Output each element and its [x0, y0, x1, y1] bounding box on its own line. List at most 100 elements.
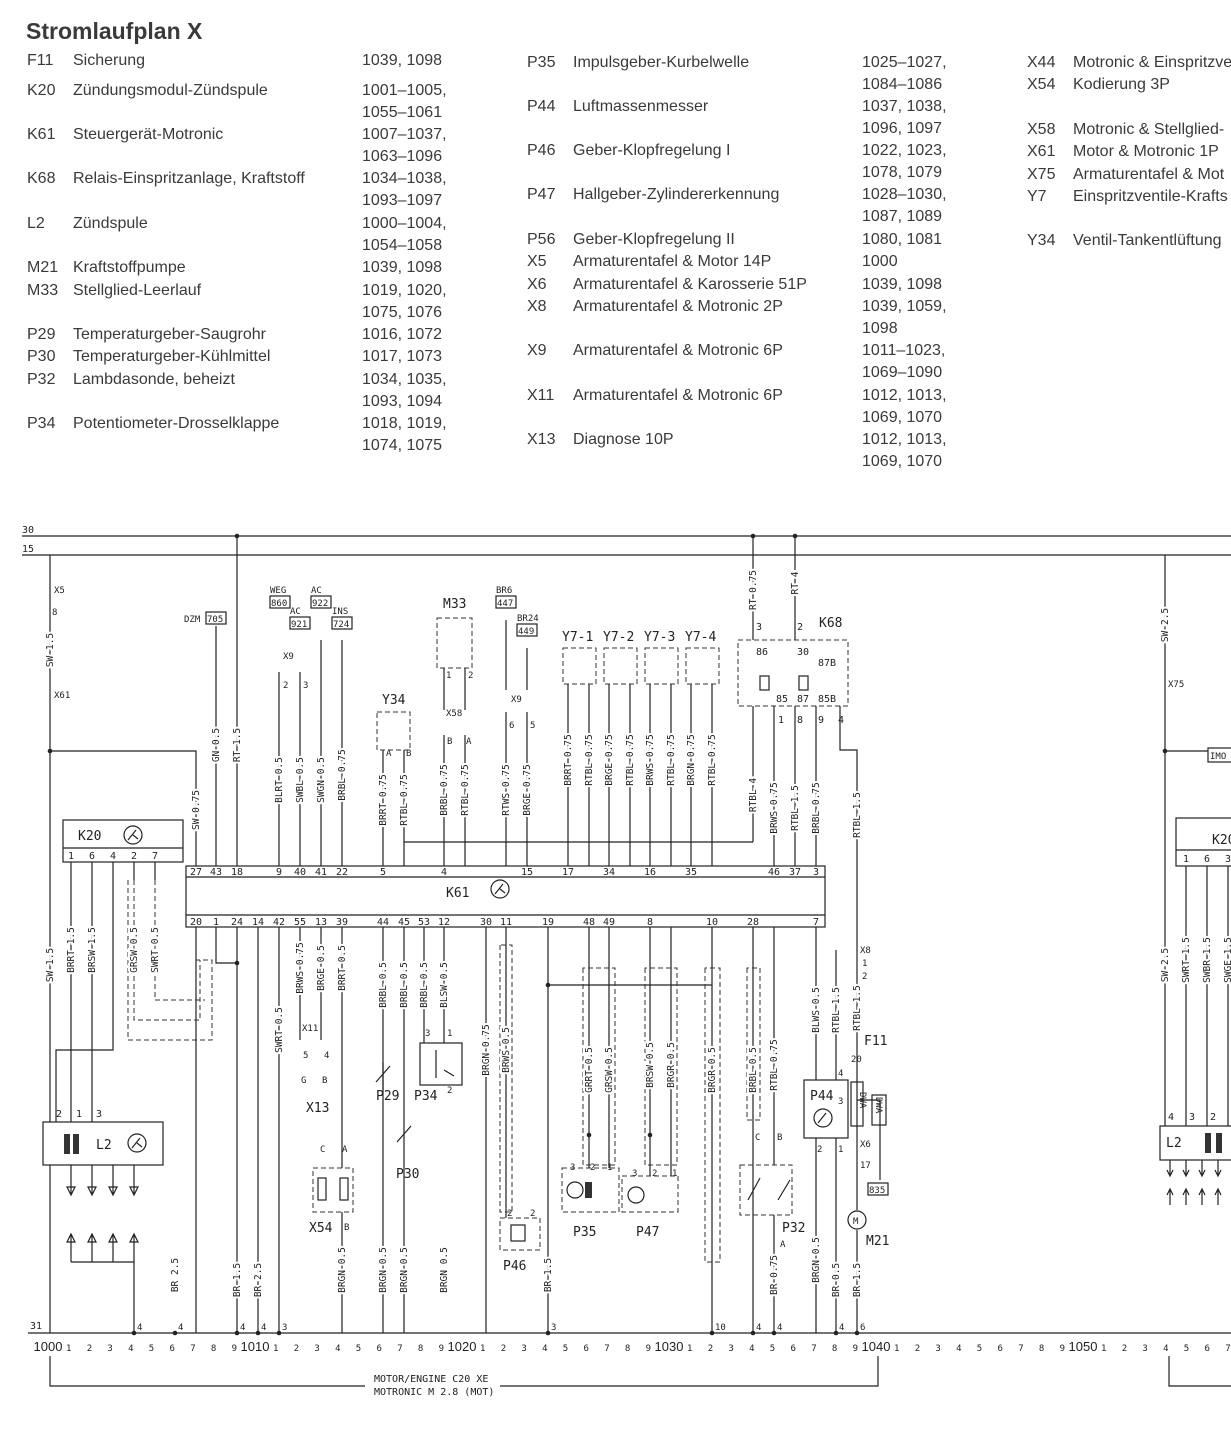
x6-label: X6	[860, 1140, 871, 1150]
legend-code: P46	[527, 142, 556, 159]
k68-pin: 2	[797, 622, 803, 633]
wire	[55, 862, 114, 1122]
wire-label: SW 2.5	[1160, 948, 1171, 982]
legend-code: M21	[27, 259, 59, 276]
ruler-tick: 6	[1204, 1344, 1209, 1354]
ref-box-tag: DZM	[184, 615, 201, 625]
wire-label: BRWS 0.5	[501, 1027, 512, 1073]
ruler-tick: 3	[728, 1344, 733, 1354]
section-bracket	[49, 1356, 1231, 1387]
legend-refs: 1055–1061	[362, 104, 443, 122]
legend-code: F11	[27, 52, 54, 69]
connector-pin: C	[320, 1145, 325, 1155]
ruler-tick: 9	[646, 1344, 651, 1354]
caption-line-1: MOTOR/ENGINE C20 XE	[374, 1374, 488, 1385]
shield-cable	[154, 880, 205, 1001]
ruler-tick: 5	[1184, 1344, 1189, 1354]
legend-code: X6	[527, 276, 547, 293]
ref-box	[205, 611, 227, 625]
l2-right-pin: 3	[1189, 1112, 1195, 1123]
wire-label: BR 1.5	[543, 1258, 554, 1292]
wire	[857, 1099, 881, 1180]
legend-refs: 1054–1058	[362, 237, 443, 255]
connector-pin: 17	[860, 1161, 871, 1171]
k68-pin: 87B	[818, 658, 836, 669]
legend-code: Y34	[1027, 232, 1056, 249]
connector-pin: C	[755, 1133, 760, 1143]
wire-label: SWRT 0.5	[274, 1007, 285, 1053]
ruler-tick: 3	[107, 1344, 112, 1354]
ref-box-tag: AC	[311, 586, 322, 596]
ecu-symbol-icon	[490, 879, 510, 899]
wire-label: SWRT 0.5	[150, 927, 161, 973]
legend-refs: 1018, 1019,	[362, 415, 447, 432]
p30-sensor: P30	[396, 1125, 419, 1182]
ruler-tick: 7	[1018, 1344, 1023, 1354]
k61-pin: 43	[210, 867, 222, 878]
k61-pin: 48	[583, 917, 595, 928]
legend-name: Ventil-Tankentlüftung	[1073, 232, 1222, 249]
connector-pin: 2	[590, 1163, 595, 1173]
ref-box-number: 921	[291, 620, 307, 630]
ground-tag: 4	[756, 1323, 761, 1333]
wire-label: BRBL 0.5	[419, 962, 430, 1008]
dwa-label: DWA	[873, 1097, 883, 1114]
wire-label: BLWS 0.5	[811, 987, 822, 1033]
k68-pin: 86	[756, 647, 768, 658]
legend-name: Impulsgeber-Kurbelwelle	[573, 54, 750, 71]
wire-label: BLSW 0.5	[439, 962, 450, 1008]
x13-label: X13	[306, 1101, 329, 1116]
ref-box-number: 724	[333, 620, 349, 630]
connector-pin: B	[406, 749, 411, 759]
k61-pin: 17	[562, 867, 574, 878]
legend-refs: 1069, 1070	[862, 453, 943, 471]
arrow-up-icon	[66, 1232, 76, 1262]
arrow-down-icon	[1198, 1160, 1206, 1178]
legend-name: Kodierung 3P	[1073, 76, 1170, 93]
wire-label: BRGN 0.5	[378, 1247, 389, 1293]
arrow-up-icon	[1214, 1187, 1222, 1205]
connector-pin: 6	[509, 721, 514, 731]
shield-cable	[746, 967, 761, 1121]
k61-pin: 8	[647, 917, 653, 928]
legend-refs: 1063–1096	[362, 148, 443, 166]
legend-code: P35	[527, 54, 556, 71]
ruler-tick: 8	[1039, 1344, 1044, 1354]
legend-refs: 1093–1097	[362, 192, 443, 210]
legend-code: P34	[27, 415, 56, 432]
ruler-tick: 8	[418, 1344, 423, 1354]
arrow-up-icon	[108, 1232, 118, 1262]
wire-label: BRBL 0.75	[439, 764, 450, 815]
k61-pin: 55	[294, 917, 306, 928]
k68-pin: 9	[818, 715, 824, 726]
connector-pin: 1	[446, 671, 451, 681]
legend-name: Motronic & Einspritzve	[1073, 54, 1231, 71]
arrow-down-icon	[1182, 1160, 1190, 1178]
ruler-tick: 1030	[655, 1339, 684, 1354]
k61-pin: 9	[276, 867, 282, 878]
arrow-down-icon	[66, 1165, 76, 1197]
f11-label: F11	[864, 1034, 887, 1049]
ruler-tick: 1050	[1069, 1339, 1098, 1354]
k20-right-module	[1175, 817, 1231, 867]
connector-pin: 2	[530, 1209, 535, 1219]
wire-label: BRBL 0.5	[748, 1047, 759, 1093]
wire-label: RTBL 0.75	[707, 734, 718, 785]
legend-code: X54	[1027, 76, 1056, 93]
wire-label: BRWS 0.75	[769, 782, 780, 833]
x54-label: X54	[309, 1221, 333, 1236]
wire-label: BRWS 0.75	[295, 942, 306, 993]
junction-dot	[586, 1132, 592, 1138]
shield-cable	[704, 967, 721, 1263]
legend-code: M33	[27, 282, 59, 299]
wire-label: RTBL 1.5	[790, 785, 801, 831]
ruler-tick: 6	[997, 1344, 1002, 1354]
legend-name: Potentiometer-Drosselklappe	[73, 415, 280, 432]
legend-name: Relais-Einspritzanlage, Kraftstoff	[73, 170, 305, 187]
legend-name: Motor & Motronic 1P	[1073, 143, 1219, 160]
connector-pin: 3	[425, 1029, 430, 1039]
ruler-tick: 7	[604, 1344, 609, 1354]
